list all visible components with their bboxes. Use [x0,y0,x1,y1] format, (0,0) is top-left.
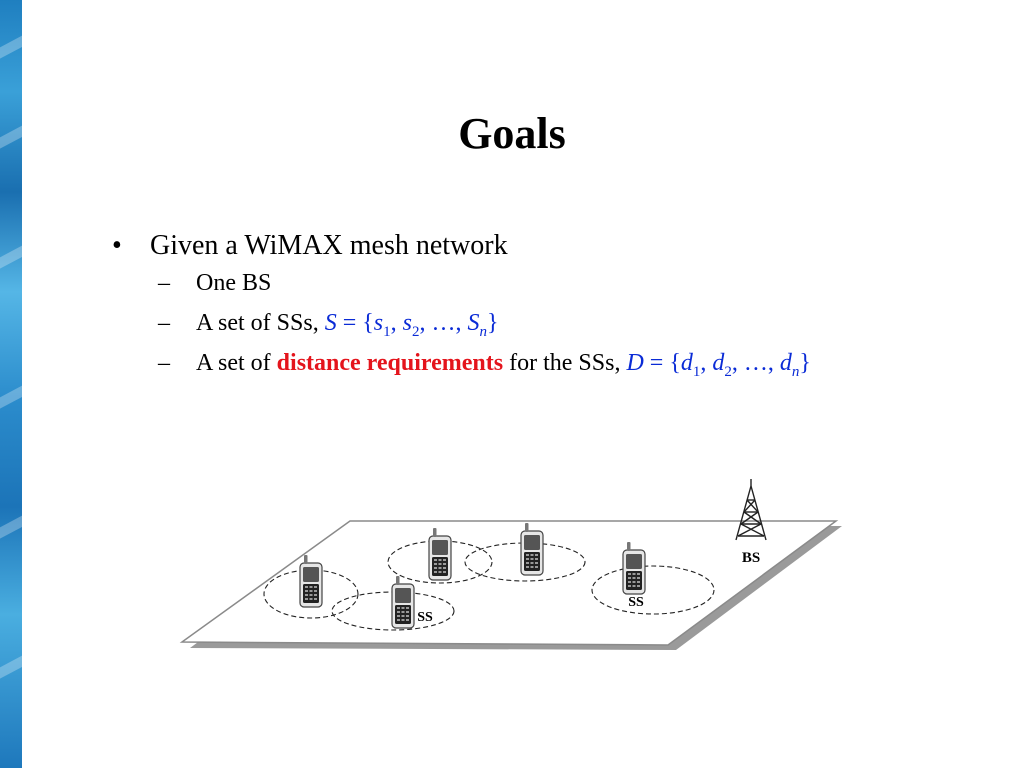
sub-bullet-ss-set: – A set of SSs, S = {s1, s2, …, Sn} [158,310,811,350]
range-circle [464,542,586,582]
bullet-item-main: • Given a WiMAX mesh network [112,230,811,270]
sub-bullet-one-bs: – One BS [158,270,811,310]
bullet-list: • Given a WiMAX mesh network – One BS – … [112,230,811,390]
sub-bullet-text: One BS [196,270,272,296]
base-station-tower-icon [735,479,767,541]
ground-plane [179,520,839,646]
range-circle [591,565,715,615]
bs-label: BS [742,550,760,566]
mobile-phone-icon [622,541,646,595]
decorative-side-strip [0,0,22,768]
mobile-phone-icon [520,522,544,576]
dash-marker: – [158,310,170,336]
bullet-marker: • [112,230,122,261]
dash-marker: – [158,270,170,296]
slide-title: Goals [458,109,566,158]
sub-bullet-text: A set of distance requirements for the S… [196,350,811,380]
distance-set-formula: D = {d1, d2, …, dn} [626,350,811,380]
mobile-phone-icon [428,527,452,581]
ss-set-formula: S = {s1, s2, …, Sn} [324,310,499,340]
sub-bullet-text: A set of SSs, S = {s1, s2, …, Sn} [196,310,499,340]
bullet-text: Given a WiMAX mesh network [150,230,508,261]
mobile-phone-icon [299,554,323,608]
dash-marker: – [158,350,170,376]
sub-bullet-distance-set: – A set of distance requirements for the… [158,350,811,390]
distance-requirements-highlight: distance requirements [276,350,504,376]
ss-label: SS [417,610,433,625]
mobile-phone-icon [391,575,415,629]
ss-label: SS [628,595,644,610]
